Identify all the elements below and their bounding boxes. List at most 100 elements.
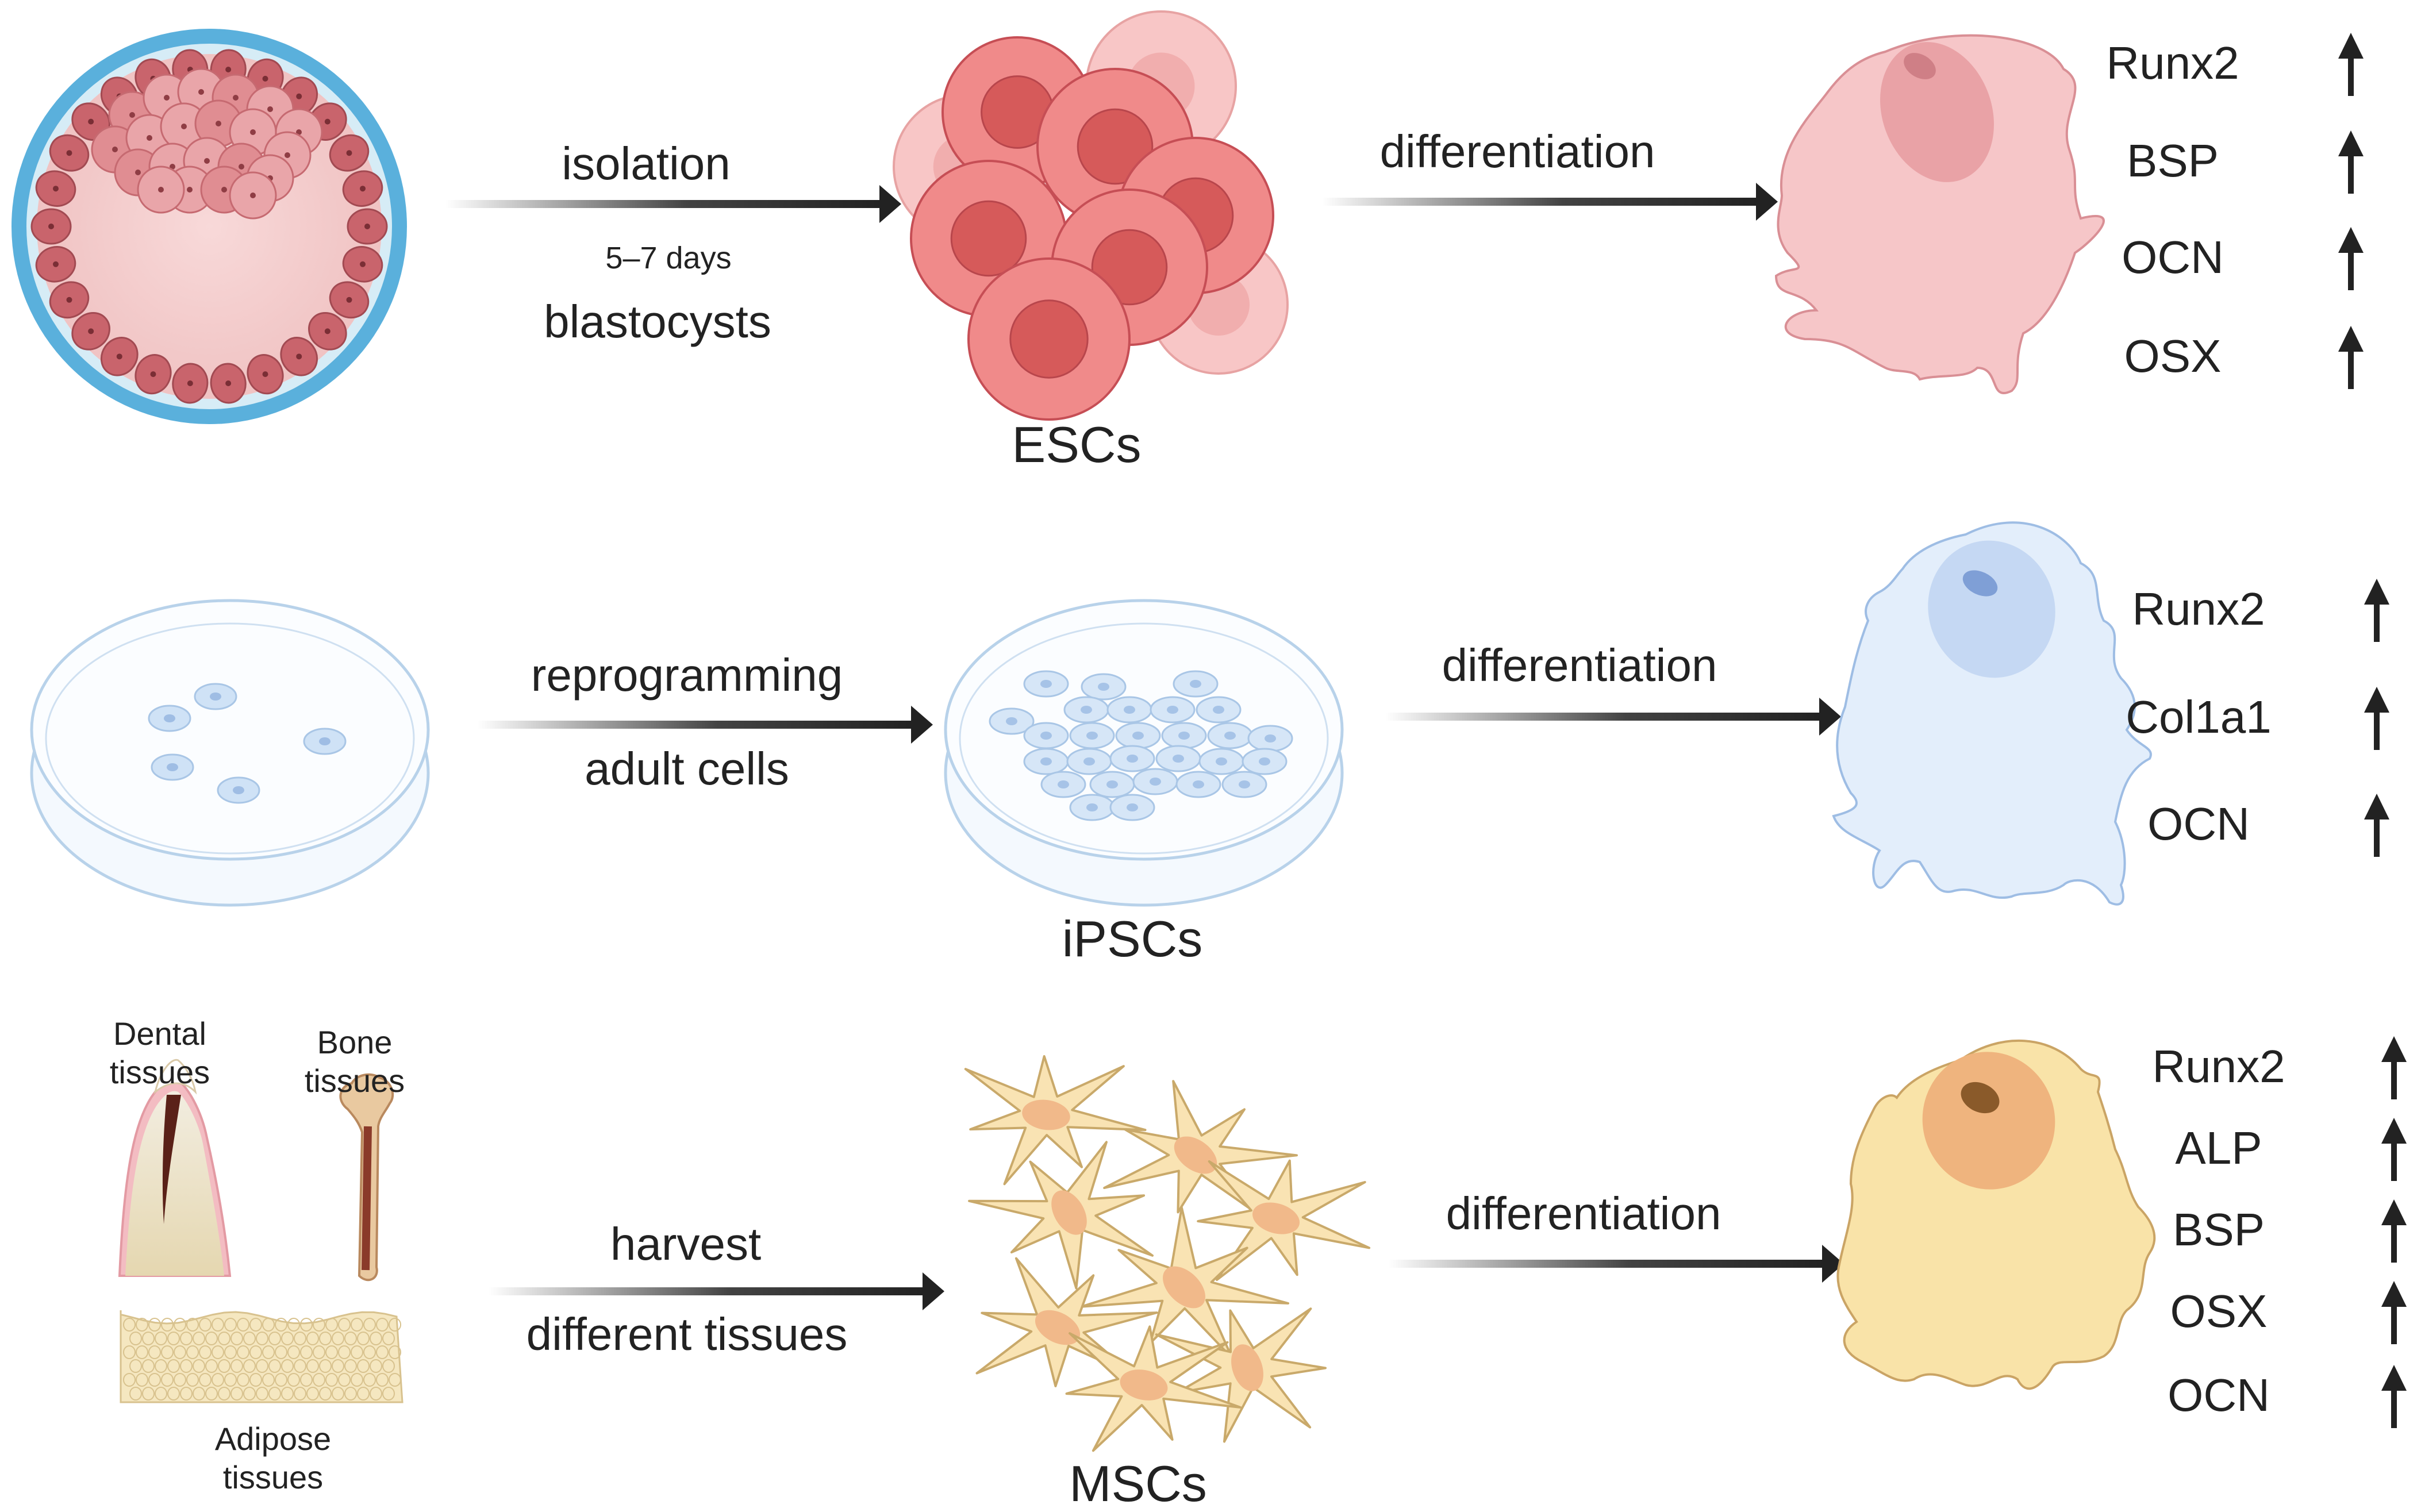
adipocyte [306, 1387, 319, 1401]
up-arrow-icon [2338, 33, 2364, 96]
adult-cells [148, 683, 347, 804]
adipocyte [148, 1373, 161, 1387]
source-label-dental: Dental tissues [109, 1015, 210, 1091]
adipocyte [363, 1373, 376, 1387]
adipocyte [325, 1373, 338, 1387]
ipsc-nucleus [1216, 757, 1227, 765]
trophoblast-nucleus [187, 380, 193, 386]
adipocyte [212, 1373, 224, 1387]
ipsc-nucleus [1081, 706, 1092, 714]
adipocyte [155, 1387, 167, 1401]
msc-nucleus [1174, 1136, 1217, 1174]
ipsc-nucleus [1086, 803, 1098, 811]
petri-dish-ipscs [944, 599, 1344, 907]
trophoblast-nucleus [364, 224, 370, 229]
icm-nucleus [187, 187, 193, 193]
adipocyte [325, 1318, 338, 1332]
adipocyte [382, 1332, 395, 1345]
arrow-isolation [445, 185, 901, 223]
ipsc-nucleus [1132, 732, 1144, 740]
adipocyte [294, 1387, 306, 1401]
adipocyte [230, 1332, 243, 1345]
adipocyte [205, 1387, 218, 1401]
ipsc-nucleus [1127, 803, 1138, 811]
marker-ocn: OCN [2147, 798, 2250, 849]
adipocyte [230, 1387, 243, 1401]
adipocyte [332, 1359, 344, 1373]
adipocyte [136, 1373, 148, 1387]
trophoblast-nucleus [296, 93, 302, 99]
adipocyte [376, 1373, 389, 1387]
up-arrow-shaft [2348, 50, 2354, 96]
adipocyte [193, 1387, 205, 1401]
bone-illustration [339, 1073, 394, 1282]
adipocyte [275, 1345, 287, 1359]
up-arrow-icon [2364, 687, 2389, 750]
icm-nucleus [204, 158, 210, 164]
up-arrow-icon [2381, 1365, 2407, 1428]
arrow-differentiation-msc [1388, 1245, 1844, 1283]
adipocyte [123, 1373, 136, 1387]
adipocyte [287, 1345, 300, 1359]
trophoblast-nucleus [262, 371, 268, 378]
icm-nucleus [112, 147, 118, 152]
adipocyte [142, 1332, 155, 1345]
trophoblast-nucleus [262, 75, 268, 82]
marker-alp: ALP [2175, 1122, 2262, 1174]
up-arrow-head [2338, 130, 2364, 156]
marker-bsp: BSP [2172, 1204, 2265, 1255]
adipocyte [174, 1373, 186, 1387]
ipsc-nucleus [1178, 732, 1190, 740]
ipsc-nucleus [1259, 757, 1270, 765]
adipocyte [249, 1345, 262, 1359]
ipsc-nucleus [1167, 706, 1178, 714]
ipsc-nucleus [1040, 732, 1052, 740]
adipocyte [237, 1345, 249, 1359]
esc-nucleus [1077, 108, 1154, 185]
icm-nucleus [147, 135, 152, 141]
adipocyte [306, 1332, 319, 1345]
icm-nucleus [129, 112, 135, 118]
process-label-isolation: isolation [562, 138, 731, 189]
up-arrow-shaft [2374, 811, 2380, 857]
up-arrow-head [2338, 33, 2364, 59]
adipocyte [319, 1387, 332, 1401]
ipsc-colony [989, 670, 1293, 821]
trophoblast-nucleus [324, 328, 331, 334]
ipsc-nucleus [1040, 757, 1052, 765]
icm-nucleus [216, 121, 221, 126]
adipocyte [230, 1359, 243, 1373]
adipocyte [224, 1318, 237, 1332]
up-arrow-head [2381, 1365, 2407, 1391]
arrow-differentiation-esc [1322, 183, 1778, 221]
ipsc-nucleus [1098, 683, 1109, 691]
trophoblast-nucleus [88, 328, 94, 334]
trophoblast-nucleus [88, 118, 94, 125]
process-label-reprogramming: reprogramming [531, 649, 843, 701]
differentiation-label-msc: differentiation [1446, 1188, 1721, 1239]
up-arrow-head [2338, 326, 2364, 352]
tooth-illustration [118, 1059, 232, 1277]
adipocyte [180, 1332, 193, 1345]
adipocyte [155, 1359, 167, 1373]
adipocyte [344, 1387, 357, 1401]
adipocyte [237, 1318, 249, 1332]
adipocyte [148, 1318, 161, 1332]
arrow-reprogramming [477, 706, 933, 744]
up-arrow-icon [2338, 227, 2364, 290]
ipsc-nucleus [1239, 780, 1250, 788]
up-arrow-icon [2364, 579, 2389, 642]
icm-nucleus [164, 95, 170, 101]
adipocyte [376, 1345, 389, 1359]
process-label-harvest: harvest [610, 1218, 762, 1269]
icm-nucleus [267, 106, 273, 112]
adult-cell-nucleus [164, 714, 175, 722]
trophoblast-nucleus [324, 118, 331, 125]
trophoblast-nucleus [150, 371, 156, 378]
adipocyte [338, 1373, 351, 1387]
ipsc-nucleus [1224, 732, 1236, 740]
adipocyte [306, 1359, 319, 1373]
arrow-differentiation-ipsc [1385, 698, 1841, 736]
ipsc-nucleus [1150, 778, 1161, 786]
